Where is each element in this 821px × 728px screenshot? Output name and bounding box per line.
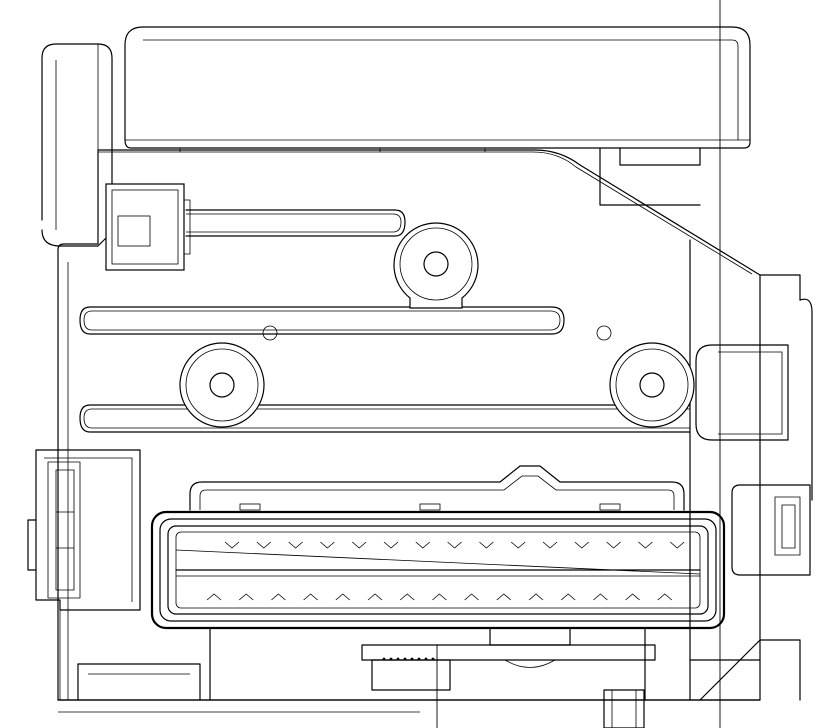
pin-dot xyxy=(410,657,414,661)
left-clip-tab xyxy=(41,43,113,247)
connector-pin xyxy=(415,541,431,549)
connector-pin xyxy=(351,541,367,549)
connector-pin xyxy=(238,593,254,601)
connector-pin xyxy=(542,541,558,549)
pin-dot xyxy=(389,657,393,661)
connector-pin xyxy=(432,593,447,601)
lower-assembly xyxy=(57,627,761,728)
connector-pin xyxy=(625,593,640,601)
connector-pin xyxy=(657,593,673,601)
main-connector xyxy=(150,510,726,630)
boss-right xyxy=(609,342,695,428)
pin-dot xyxy=(396,657,400,661)
connector-pin xyxy=(606,541,621,549)
pin-dot xyxy=(424,657,428,661)
left-side-latch xyxy=(27,449,141,700)
connector-pin xyxy=(447,541,462,549)
connector-pin xyxy=(574,541,590,549)
connector-pin xyxy=(383,541,399,549)
connector-pin xyxy=(224,541,240,549)
connector-pin xyxy=(335,593,351,601)
mounting-bosses xyxy=(179,222,695,428)
connector-pin xyxy=(479,541,494,549)
pin-dot xyxy=(403,657,407,661)
pin-dot xyxy=(417,657,421,661)
connector-pin xyxy=(288,541,303,549)
connector-pin xyxy=(464,593,479,601)
pin-dot xyxy=(382,657,386,661)
connector-pin xyxy=(510,541,526,549)
right-side-structure xyxy=(599,147,813,701)
pin-dots xyxy=(382,657,435,661)
connector-pin xyxy=(271,593,286,601)
connector-pin xyxy=(399,593,415,601)
upper-left-latch xyxy=(105,183,191,271)
boss-top xyxy=(393,222,479,309)
connector-pin xyxy=(669,541,685,549)
connector-pin xyxy=(560,593,576,601)
connector-pin xyxy=(638,541,653,549)
connector-pin xyxy=(206,593,222,601)
connector-pin xyxy=(528,593,544,601)
top-cover xyxy=(124,26,751,149)
pin-row-top xyxy=(224,541,685,549)
connector-pin xyxy=(593,593,608,601)
construction-lines xyxy=(436,0,721,728)
connector-pin xyxy=(496,593,512,601)
pin-row-bottom xyxy=(206,593,673,601)
main-body xyxy=(57,148,761,701)
connector-pin xyxy=(256,541,272,549)
pin-dot xyxy=(431,657,435,661)
boss-left xyxy=(179,342,265,428)
connector-frame xyxy=(189,465,685,511)
connector-pin xyxy=(320,541,335,549)
connector-pin xyxy=(367,593,383,601)
connector-pin xyxy=(303,593,318,601)
